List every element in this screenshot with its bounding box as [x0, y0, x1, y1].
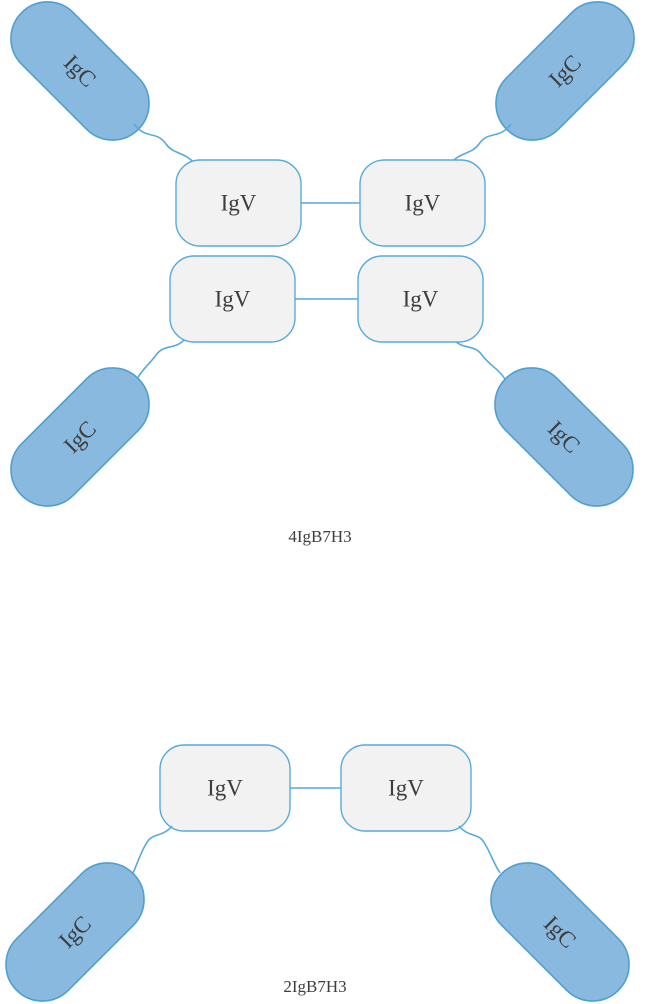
igc-capsule-shape — [5, 862, 145, 1002]
linker-wave-right — [458, 825, 501, 874]
linker-wave-bottom-left — [136, 337, 187, 380]
diagram-4igb7h3: IgC IgC IgC IgC IgV — [10, 1, 635, 546]
diagram-2igb7h3: IgV IgV IgC IgC 2IgB7H3 — [5, 744, 630, 1002]
igv-label: IgV — [215, 287, 251, 312]
igc-capsule-top-right: IgC — [495, 1, 635, 141]
igv-label: IgV — [221, 191, 257, 216]
igc-capsule-bottom-right: IgC — [494, 367, 634, 507]
igv-label: IgV — [388, 776, 424, 801]
igv-label: IgV — [207, 776, 243, 801]
igc-capsule-top-left: IgC — [10, 1, 150, 141]
linker-wave-top-right — [449, 123, 512, 165]
igc-capsule-right: IgC — [490, 862, 630, 1002]
igv-label: IgV — [403, 287, 439, 312]
igv-label: IgV — [405, 191, 441, 216]
linker-wave-left — [132, 825, 173, 874]
diagram-label-2igb7h3: 2IgB7H3 — [283, 977, 346, 996]
linker-wave-top-left — [133, 123, 196, 165]
diagram-label-4igb7h3: 4IgB7H3 — [288, 527, 351, 546]
linker-wave-bottom-right — [451, 337, 506, 380]
igc-capsule-bottom-left: IgC — [10, 367, 150, 507]
igc-capsule-shape — [10, 367, 150, 507]
igc-capsule-shape — [494, 367, 634, 507]
igc-capsule-left: IgC — [5, 862, 145, 1002]
